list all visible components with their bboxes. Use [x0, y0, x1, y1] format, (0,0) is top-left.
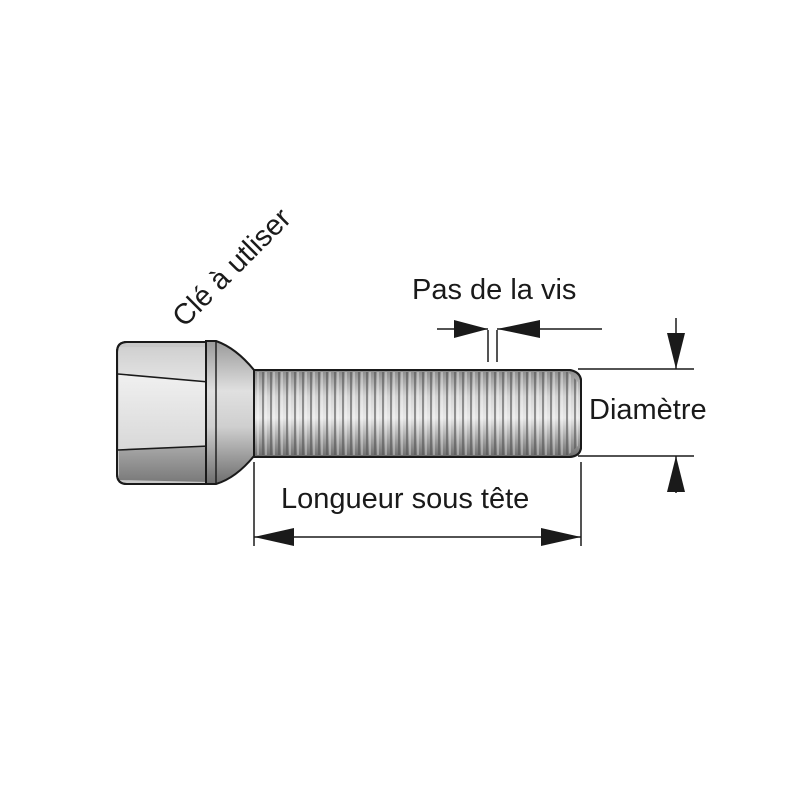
diameter-arrow-up: [667, 456, 685, 492]
bolt-shaft: [253, 369, 582, 458]
pitch-arrow-left: [497, 320, 540, 338]
length-arrow-right: [541, 528, 581, 546]
length-dimension: [253, 462, 582, 546]
length-arrow-left: [254, 528, 294, 546]
diameter-label: Diamètre: [589, 394, 707, 426]
pitch-dimension: [437, 320, 602, 362]
pitch-arrow-right: [454, 320, 488, 338]
bolt-collar: [205, 340, 255, 485]
bolt-head: [116, 341, 211, 485]
diameter-dimension: [578, 318, 694, 493]
pitch-label: Pas de la vis: [412, 274, 577, 306]
length-label: Longueur sous tête: [281, 483, 530, 515]
diameter-arrow-down: [667, 333, 685, 369]
